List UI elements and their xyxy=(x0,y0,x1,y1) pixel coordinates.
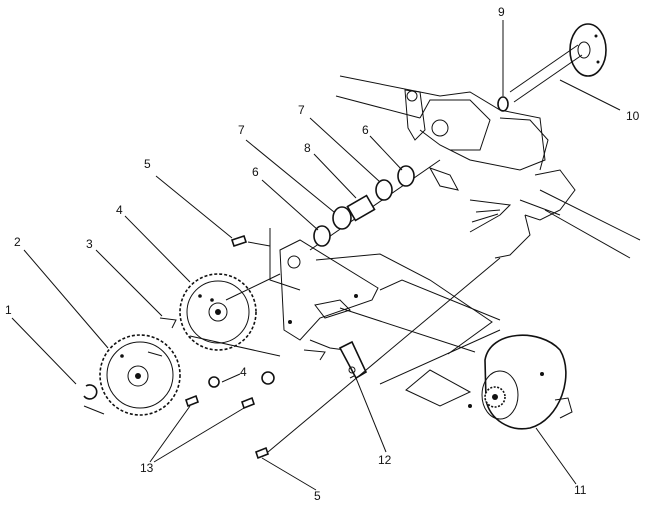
part-1-e-ring xyxy=(83,384,98,400)
part-13-screws xyxy=(185,394,255,410)
shaft-axis-line xyxy=(309,159,441,251)
part-2-gear xyxy=(99,334,181,416)
washer-b xyxy=(261,371,275,385)
part-1-axis xyxy=(83,405,105,415)
part-5-screw-lower xyxy=(255,446,269,460)
callout-8: 8 xyxy=(304,141,311,155)
bracket-plate xyxy=(269,228,379,379)
washer-a xyxy=(208,376,220,388)
callout-1: 1 xyxy=(5,303,12,317)
callout-3: 3 xyxy=(86,237,93,251)
part-11-motor xyxy=(468,334,573,430)
callout-6-left: 6 xyxy=(252,165,259,179)
callout-7-right: 7 xyxy=(298,103,305,117)
part-4-gear xyxy=(179,273,257,351)
callout-2: 2 xyxy=(14,235,21,249)
callout-9: 9 xyxy=(498,5,505,19)
callout-4-gear: 4 xyxy=(116,203,123,217)
callout-12: 12 xyxy=(378,453,392,467)
part-9-collar xyxy=(497,96,509,112)
part-5-screw-upper xyxy=(230,234,248,248)
callout-10: 10 xyxy=(626,109,640,123)
part-3-clip xyxy=(159,317,177,329)
main-frame xyxy=(335,75,641,259)
callout-6-right: 6 xyxy=(362,123,369,137)
callout-4-washer: 4 xyxy=(240,365,247,379)
callout-5-upper: 5 xyxy=(144,157,151,171)
callout-5-lower: 5 xyxy=(314,489,321,503)
callout-7-left: 7 xyxy=(238,123,245,137)
part-12-lever xyxy=(338,340,368,380)
alignment-lines xyxy=(189,241,501,453)
spacer-stack xyxy=(313,165,415,247)
leader-lines xyxy=(11,20,621,491)
callout-11: 11 xyxy=(574,483,587,497)
part-10-shaft-flange xyxy=(509,23,607,103)
callout-13: 13 xyxy=(140,461,154,475)
